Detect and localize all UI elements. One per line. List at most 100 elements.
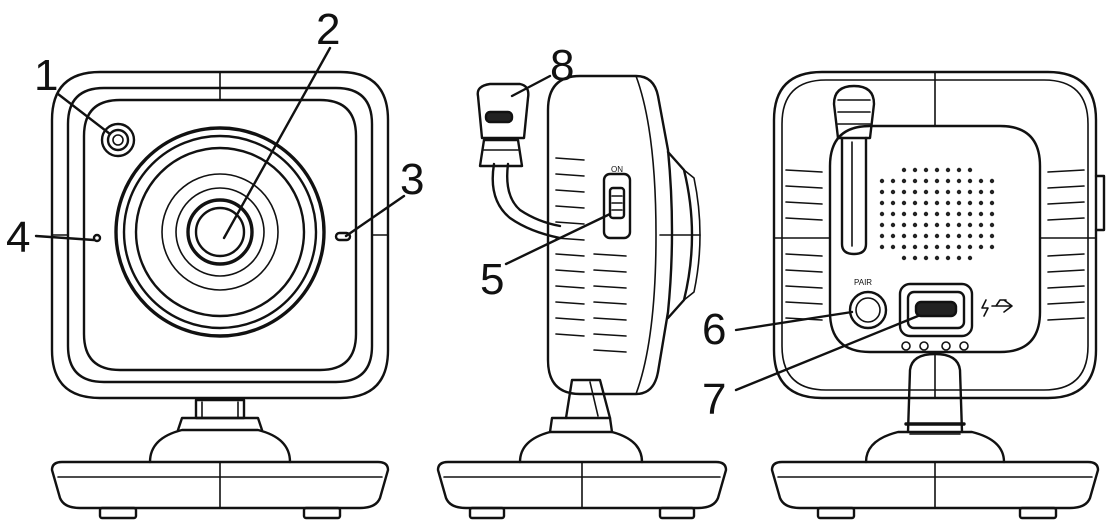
speaker-hole [967, 211, 973, 217]
speaker-hole [890, 222, 896, 228]
callout-numbers: 1 2 3 4 5 6 7 8 [6, 5, 726, 424]
speaker-hole [879, 189, 885, 195]
usb-icon [991, 299, 1013, 313]
speaker-hole [989, 244, 995, 250]
speaker-hole [956, 200, 962, 206]
speaker-hole [923, 255, 929, 261]
speaker-hole [901, 222, 907, 228]
front-lens [114, 126, 326, 338]
callout-8: 8 [550, 41, 574, 90]
usb-port [898, 282, 1013, 338]
speaker-hole [934, 233, 940, 239]
speaker-hole [901, 255, 907, 261]
back-view: PAIR [770, 70, 1106, 520]
speaker-hole [945, 200, 951, 206]
speaker-hole [923, 189, 929, 195]
speaker-hole [945, 222, 951, 228]
speaker-hole [901, 233, 907, 239]
speaker-hole [901, 244, 907, 250]
speaker-hole [945, 211, 951, 217]
speaker-hole [978, 178, 984, 184]
speaker-hole [901, 200, 907, 206]
switch-on-label: ON [611, 165, 623, 174]
speaker-hole [956, 233, 962, 239]
speaker-hole [912, 222, 918, 228]
back-base [770, 460, 1100, 520]
speaker-hole [989, 178, 995, 184]
speaker-hole [879, 233, 885, 239]
speaker-hole [923, 178, 929, 184]
speaker-hole [890, 178, 896, 184]
speaker-hole [956, 255, 962, 261]
speaker-hole [989, 222, 995, 228]
speaker-hole [945, 189, 951, 195]
speaker-hole [879, 244, 885, 250]
speaker-hole [956, 167, 962, 173]
speaker-hole [912, 233, 918, 239]
speaker-hole [967, 178, 973, 184]
speaker-hole [934, 222, 940, 228]
speaker-hole [934, 244, 940, 250]
callout-5: 5 [480, 255, 504, 304]
speaker-hole [879, 211, 885, 217]
speaker-hole [967, 200, 973, 206]
speaker-hole [978, 211, 984, 217]
speaker-hole [967, 255, 973, 261]
speaker-hole [989, 200, 995, 206]
speaker-hole [945, 167, 951, 173]
speaker-hole [912, 211, 918, 217]
speaker-hole [945, 178, 951, 184]
speaker-hole [967, 222, 973, 228]
speaker-hole [978, 244, 984, 250]
speaker-hole [989, 189, 995, 195]
speaker-hole [978, 222, 984, 228]
speaker-hole [912, 244, 918, 250]
pair-label: PAIR [854, 278, 872, 287]
side-vents [555, 157, 627, 353]
speaker-hole [890, 189, 896, 195]
speaker-hole [934, 211, 940, 217]
speaker-grille [879, 167, 995, 261]
side-stand [518, 378, 644, 464]
power-bolt-icon [981, 299, 989, 317]
side-base [436, 460, 728, 520]
speaker-hole [956, 211, 962, 217]
speaker-hole [967, 189, 973, 195]
speaker-hole [890, 244, 896, 250]
front-base [50, 460, 390, 520]
speaker-hole [901, 167, 907, 173]
speaker-hole [967, 244, 973, 250]
speaker-hole [956, 178, 962, 184]
speaker-hole [934, 200, 940, 206]
callout-7: 7 [702, 375, 726, 424]
speaker-hole [890, 200, 896, 206]
speaker-hole [879, 200, 885, 206]
speaker-hole [923, 233, 929, 239]
speaker-hole [989, 211, 995, 217]
callout-leaders [34, 46, 920, 392]
speaker-hole [934, 167, 940, 173]
speaker-hole [912, 178, 918, 184]
speaker-hole [978, 189, 984, 195]
speaker-hole [901, 178, 907, 184]
front-view [50, 70, 390, 520]
back-vents-right [1047, 169, 1085, 321]
callout-4: 4 [6, 213, 30, 262]
speaker-hole [923, 200, 929, 206]
speaker-hole [956, 244, 962, 250]
speaker-hole [923, 211, 929, 217]
light-sensor [100, 122, 136, 158]
pair-button: PAIR [848, 278, 888, 330]
speaker-hole [978, 233, 984, 239]
speaker-hole [956, 189, 962, 195]
speaker-hole [934, 255, 940, 261]
speaker-hole [901, 211, 907, 217]
speaker-hole [912, 255, 918, 261]
callout-3: 3 [400, 155, 424, 204]
speaker-hole [923, 244, 929, 250]
speaker-hole [879, 222, 885, 228]
back-vents-left [785, 169, 823, 321]
power-switch: ON [602, 165, 632, 240]
speaker-hole [945, 255, 951, 261]
side-view: ON [436, 74, 728, 520]
